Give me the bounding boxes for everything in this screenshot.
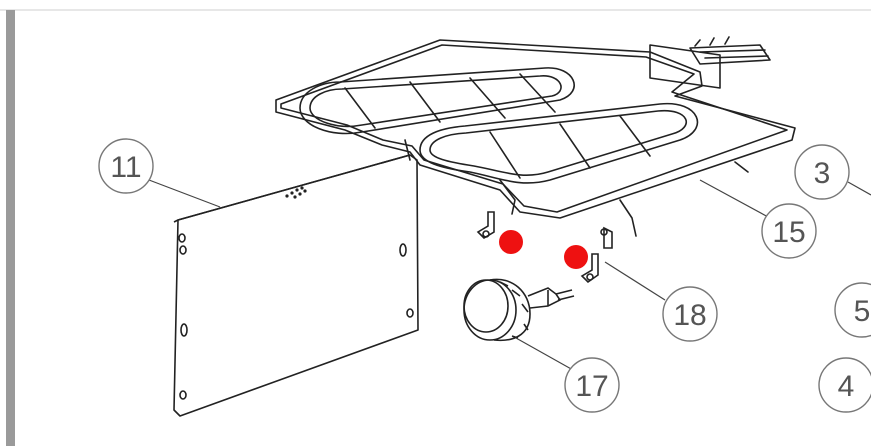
- callout-label-18: 18: [673, 299, 706, 332]
- leader-15: [699, 179, 771, 219]
- leader-3: [847, 181, 871, 196]
- callout-label-11: 11: [110, 151, 141, 184]
- callout-17: 17: [564, 357, 620, 413]
- callout-3: 3: [794, 144, 850, 200]
- leader-11: [148, 179, 221, 208]
- thermostat-knob: [463, 278, 575, 342]
- callout-5: 5: [834, 282, 871, 338]
- callout-label-4: 4: [838, 370, 855, 403]
- leader-18: [604, 261, 666, 301]
- callout-18: 18: [662, 286, 718, 342]
- mounting-bracket-left: [476, 211, 495, 240]
- callout-label-3: 3: [814, 157, 831, 190]
- leader-lines: [148, 179, 871, 371]
- callout-4: 4: [818, 357, 871, 413]
- callout-11: 11: [98, 138, 154, 194]
- callout-15: 15: [761, 203, 817, 259]
- callout-label-5: 5: [854, 295, 871, 328]
- highlight-marker-left: [499, 230, 523, 254]
- highlight-marker-right: [564, 245, 588, 269]
- mounting-bracket-right: [580, 226, 613, 284]
- heating-element: [275, 36, 796, 237]
- left-bar: [6, 10, 15, 446]
- callout-label-17: 17: [575, 370, 608, 403]
- callout-label-15: 15: [772, 216, 805, 249]
- mounting-panel: [173, 154, 419, 417]
- leader-17: [515, 337, 574, 371]
